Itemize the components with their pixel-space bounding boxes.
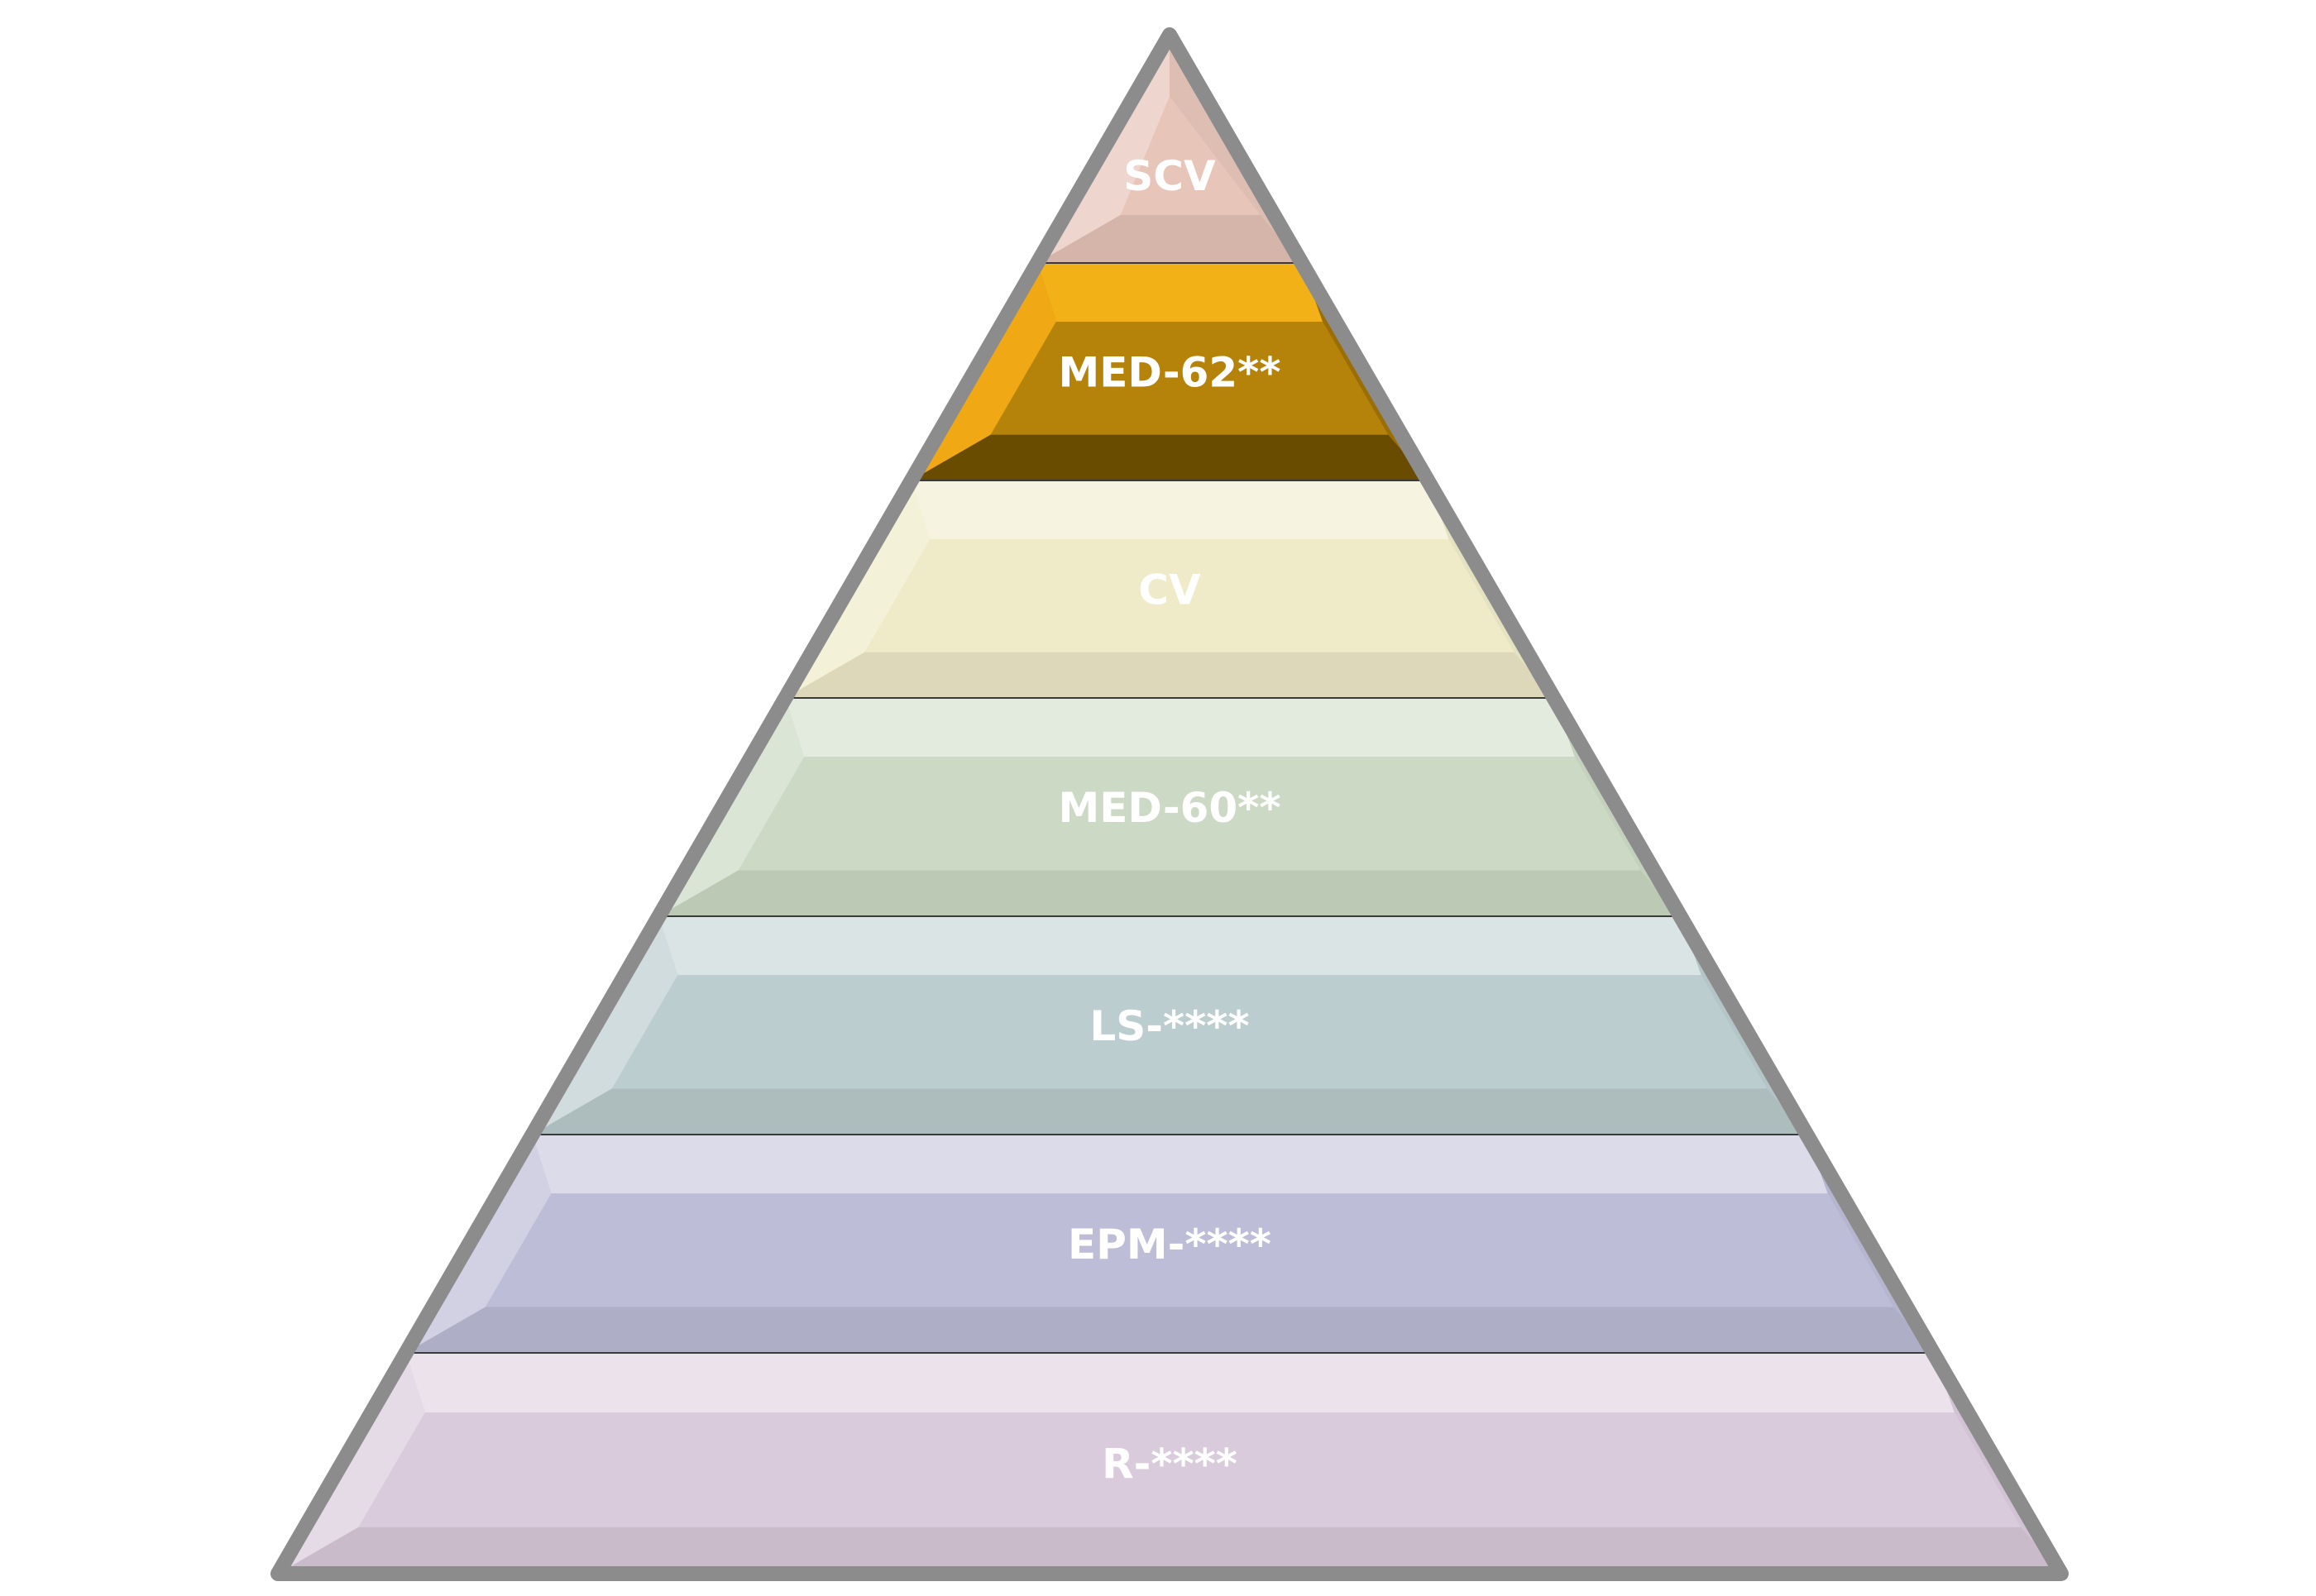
tier-bevel-top [658, 916, 1701, 976]
pyramid-tier: R-**** [278, 1352, 2061, 1574]
tier-bevel-top [785, 698, 1575, 757]
pyramid-outline [270, 27, 2069, 1581]
tier-label: EPM-**** [1068, 1221, 1271, 1269]
tier-inner-face [990, 322, 1389, 435]
pyramid-tiers: SCV MED-62** CV MED-60** LS-**** EPM-**** R-**… [278, 35, 2061, 1574]
tier-label: MED-62** [1059, 349, 1281, 397]
tier-label: R-**** [1102, 1441, 1237, 1488]
tier-label: SCV [1123, 152, 1216, 200]
tier-inner-face [611, 975, 1768, 1089]
tier-bevel-bottom [911, 434, 1428, 480]
tier-inner-face [864, 539, 1514, 652]
pyramid-tier: MED-60** [658, 697, 1681, 916]
tier-bevel-top [532, 1135, 1828, 1194]
tier-bevel-bottom [278, 1527, 2061, 1574]
pyramid-tier: LS-**** [532, 915, 1807, 1135]
tier-label: MED-60** [1059, 784, 1281, 832]
tier-bevel-bottom [405, 1307, 1934, 1353]
tier-bevel-top [1037, 263, 1323, 323]
tier-label: CV [1138, 566, 1201, 614]
pyramid-tier: SCV [1037, 35, 1302, 263]
tier-bevel-bottom [785, 652, 1554, 698]
tier-bevel-bottom [1037, 214, 1302, 263]
tier-bevel-bottom [658, 870, 1681, 916]
tier-bevel-bottom [532, 1088, 1807, 1135]
tier-bevel-top [405, 1353, 1955, 1413]
pyramid-tier: MED-62** [911, 262, 1428, 480]
tier-inner-face [738, 757, 1641, 871]
tier-bevel-top [911, 480, 1449, 540]
tier-inner-face [486, 1193, 1894, 1307]
tier-label: LS-**** [1089, 1002, 1249, 1050]
pyramid-tier: EPM-**** [405, 1134, 1934, 1353]
pyramid-tier: CV [785, 480, 1554, 698]
tier-inner-face [358, 1412, 2022, 1527]
tier-inner-face [1120, 96, 1261, 215]
